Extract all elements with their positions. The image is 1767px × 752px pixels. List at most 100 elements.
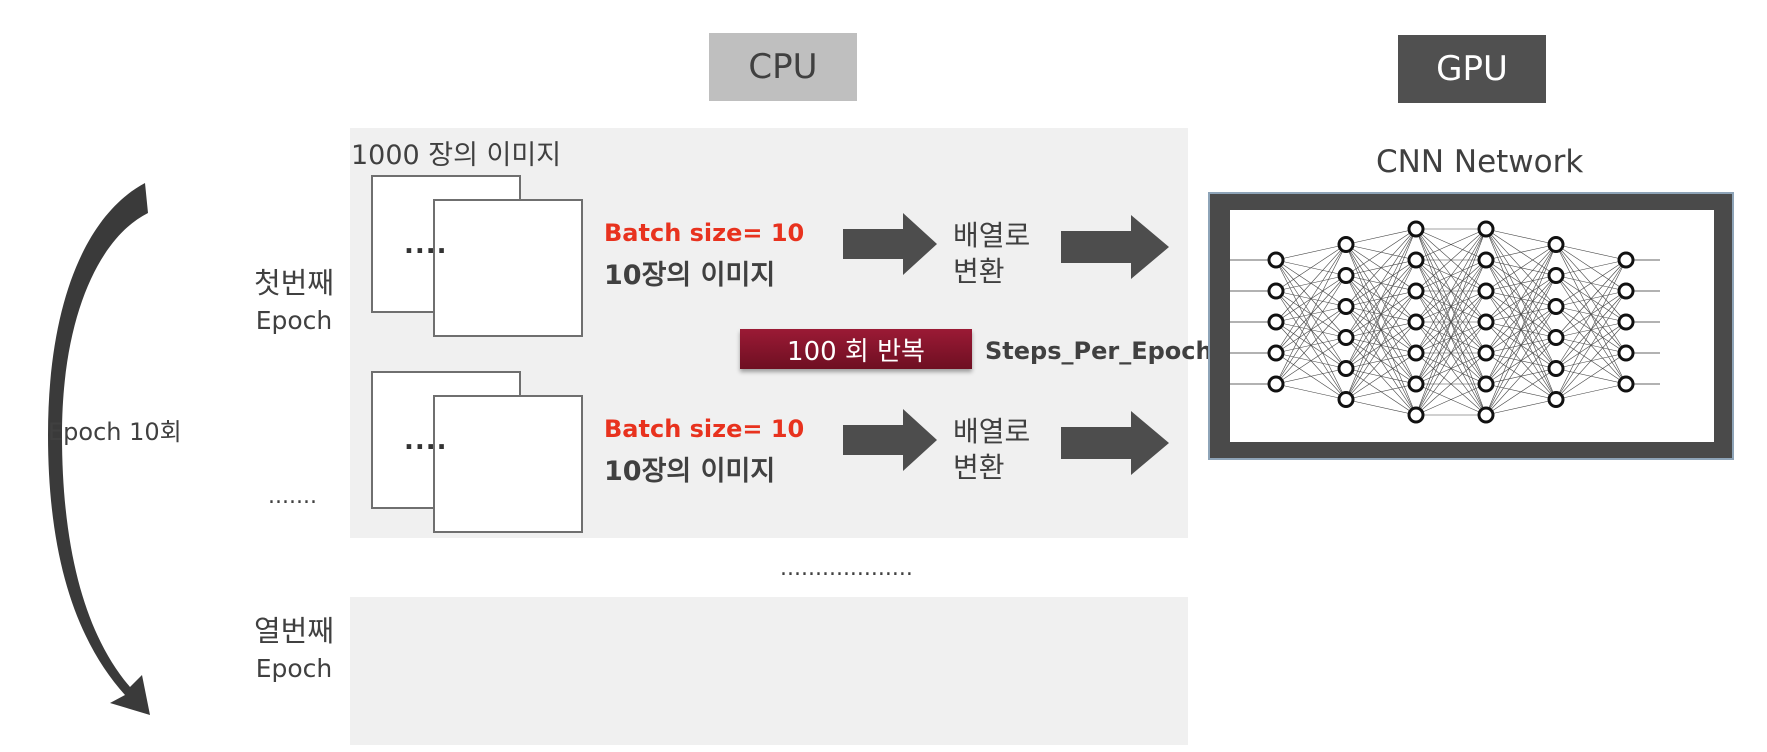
network-node	[1407, 313, 1425, 331]
network-edge	[1275, 306, 1347, 385]
network-edge	[1555, 383, 1627, 400]
network-node	[1547, 360, 1565, 377]
image-stack-front	[433, 199, 583, 337]
network-edge	[1555, 259, 1627, 369]
network-edge	[1275, 368, 1347, 385]
network-edge	[1275, 244, 1347, 323]
network-edge	[1485, 228, 1557, 245]
network-node	[1477, 375, 1495, 393]
network-node	[1407, 375, 1425, 393]
steps-per-epoch-label: Steps_Per_Epoch	[985, 337, 1213, 365]
arrow-right-icon	[843, 409, 937, 471]
network-edge	[1415, 321, 1487, 416]
network-edge	[1345, 228, 1417, 338]
network-edge	[1415, 228, 1487, 292]
network-node	[1337, 391, 1355, 408]
network-edge	[1415, 259, 1487, 416]
network-edge	[1345, 259, 1417, 400]
network-edge	[1485, 244, 1557, 385]
repeat-bar: 100 회 반복	[740, 329, 972, 369]
network-edge	[1415, 290, 1487, 416]
network-node	[1477, 251, 1495, 269]
network-node	[1267, 375, 1285, 393]
epoch-cycle-arrow-icon	[48, 183, 152, 715]
network-node	[1337, 236, 1355, 253]
network-edge	[1275, 244, 1347, 385]
convert-label: 배열로 변환	[953, 219, 1031, 288]
batch-images-label: 10장의 이미지	[604, 456, 776, 487]
epoch-cycle-label: Epoch 10회	[48, 418, 182, 446]
network-edge	[1555, 352, 1627, 400]
network-edge	[1275, 337, 1347, 385]
network-edge	[1275, 244, 1347, 261]
arrow-right-icon	[1061, 411, 1169, 475]
network-edge	[1345, 228, 1417, 400]
network-edge	[1345, 399, 1417, 416]
batch-size-label: Batch size= 10	[604, 415, 805, 443]
network-edge	[1345, 228, 1417, 245]
network-edge	[1485, 337, 1557, 416]
network-edge	[1345, 290, 1417, 400]
network-edge	[1345, 383, 1417, 400]
network-edge	[1555, 259, 1627, 338]
network-edge	[1345, 228, 1417, 276]
batch-images-label: 10장의 이미지	[604, 260, 776, 291]
network-edge	[1415, 228, 1487, 323]
network-node	[1477, 313, 1495, 331]
network-node	[1337, 298, 1355, 315]
network-edge	[1275, 244, 1347, 354]
network-node	[1617, 313, 1635, 331]
network-node	[1267, 251, 1285, 269]
network-edge	[1275, 244, 1347, 292]
images-label: 1000 장의 이미지	[351, 140, 562, 171]
network-edge	[1415, 228, 1487, 385]
network-edge	[1485, 244, 1557, 354]
gpu-header: GPU	[1398, 35, 1546, 103]
network-edge	[1555, 259, 1627, 276]
network-node	[1547, 298, 1565, 315]
tenth-epoch-panel	[350, 597, 1188, 745]
image-stack-front	[433, 395, 583, 533]
network-node	[1547, 236, 1565, 253]
network-node	[1477, 220, 1495, 238]
network-node	[1337, 360, 1355, 377]
network-node	[1477, 344, 1495, 362]
batch-size-label: Batch size= 10	[604, 219, 805, 247]
network-node	[1337, 267, 1355, 284]
network-edge	[1415, 228, 1487, 354]
network-edge	[1555, 259, 1627, 307]
network-edge	[1485, 244, 1557, 261]
network-edge	[1555, 259, 1627, 400]
network-node	[1267, 313, 1285, 331]
between-epochs-ellipsis: ...................	[780, 556, 913, 581]
network-edge	[1485, 306, 1557, 416]
network-edge	[1555, 244, 1627, 261]
network-edge	[1415, 228, 1487, 261]
first-epoch-label: 첫번째 Epoch	[253, 266, 335, 335]
network-node	[1617, 251, 1635, 269]
network-node	[1337, 329, 1355, 346]
network-edge	[1555, 321, 1627, 400]
image-stack-dots: ....	[404, 426, 448, 456]
network-edge	[1485, 244, 1557, 292]
network-edge	[1485, 244, 1557, 323]
arrow-right-icon	[1061, 215, 1169, 279]
network-edge	[1275, 383, 1347, 400]
network-edge	[1485, 399, 1557, 416]
neural-network-graph	[1230, 220, 1660, 424]
cpu-header: CPU	[709, 33, 857, 101]
network-edge	[1415, 383, 1487, 416]
cnn-network-canvas	[1230, 210, 1714, 442]
network-edge	[1345, 228, 1417, 369]
network-node	[1407, 251, 1425, 269]
network-edge	[1345, 228, 1417, 307]
network-node	[1547, 267, 1565, 284]
network-node	[1477, 406, 1495, 424]
network-node	[1407, 282, 1425, 300]
network-node	[1477, 282, 1495, 300]
convert-label: 배열로 변환	[953, 415, 1031, 484]
network-node	[1617, 344, 1635, 362]
network-node	[1617, 375, 1635, 393]
network-edge	[1275, 275, 1347, 385]
network-edge	[1415, 352, 1487, 416]
